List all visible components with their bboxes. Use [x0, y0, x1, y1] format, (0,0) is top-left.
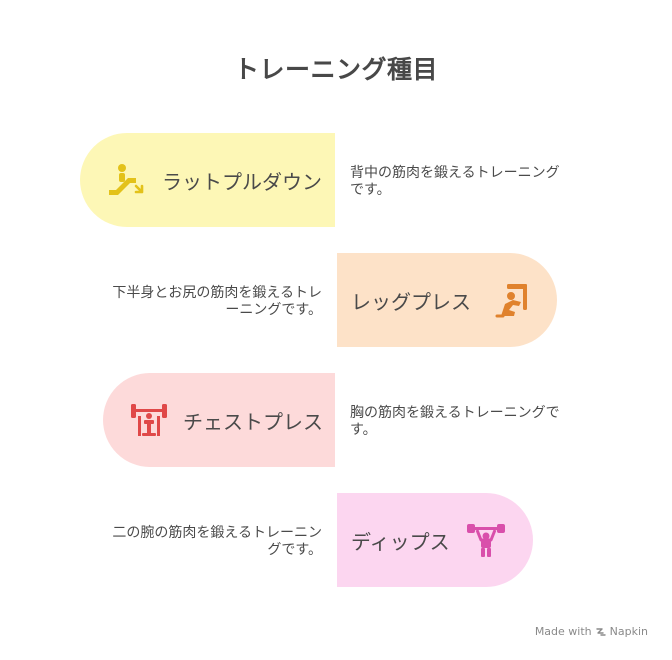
pill-leg-press: レッグプレス [337, 253, 557, 347]
description: 胸の筋肉を鍛えるトレーニングです。 [350, 405, 560, 438]
escalator-icon [106, 160, 146, 200]
pill-label: レッグプレス [351, 289, 471, 314]
page-title: トレーニング種目 [233, 55, 438, 84]
description: 二の腕の筋肉を鍛えるトレーニングです。 [112, 525, 322, 558]
description: 下半身とお尻の筋肉を鍛えるトレーニングです。 [112, 285, 322, 318]
footer-brand: Napkin [609, 625, 648, 638]
pill-chest-press: チェストプレス [103, 373, 335, 467]
leg-press-icon [493, 280, 533, 320]
bench-press-icon [129, 400, 169, 440]
napkin-logo-icon [595, 626, 607, 638]
footer-attribution: Made with Napkin [535, 625, 648, 638]
footer-made-with: Made with [534, 625, 592, 638]
pill-label: チェストプレス [183, 409, 323, 434]
pill-dips: ディップス [337, 493, 533, 587]
description: 背中の筋肉を鍛えるトレーニングです。 [350, 165, 560, 198]
pill-lat-pulldown: ラットプルダウン [80, 133, 335, 227]
pill-label: ディップス [351, 529, 450, 554]
pill-label: ラットプルダウン [162, 169, 322, 194]
weightlifter-icon [466, 520, 506, 560]
